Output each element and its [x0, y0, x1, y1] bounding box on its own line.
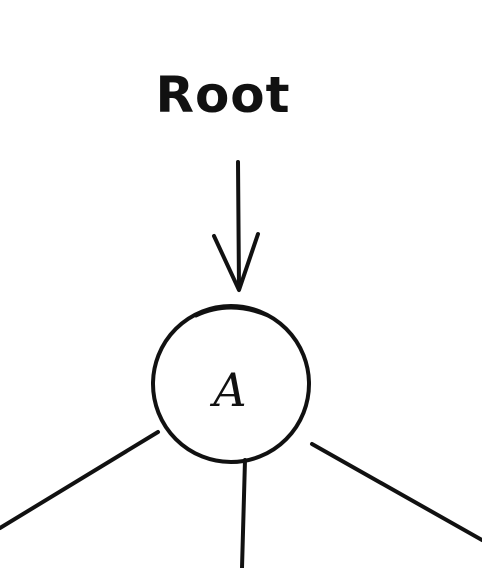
node-a-circle — [151, 304, 311, 464]
root-arrow-head — [212, 232, 260, 292]
node-a-label: A — [213, 363, 247, 417]
root-label: Root — [155, 66, 291, 124]
root-arrow-shaft — [236, 160, 241, 290]
left-child-edge — [0, 430, 160, 530]
right-child-edge — [310, 442, 482, 542]
middle-child-edge — [240, 458, 247, 568]
node-a-circle-overstroke — [194, 306, 270, 318]
